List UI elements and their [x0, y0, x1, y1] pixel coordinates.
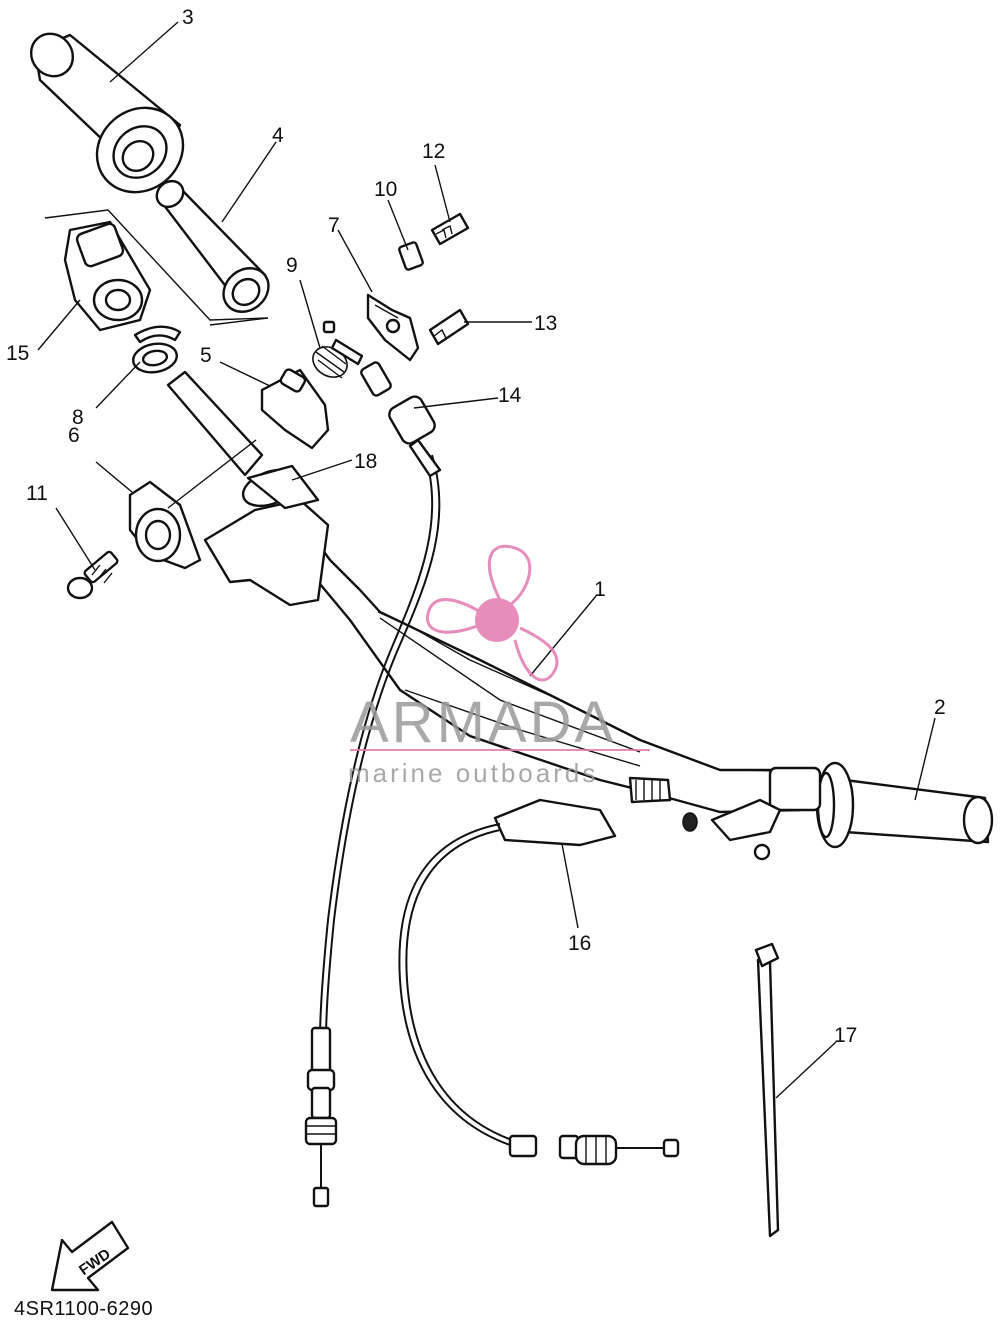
cable-adjuster-part: [312, 293, 420, 379]
leader-lines: [37, 21, 936, 1099]
callout-9: 9: [286, 254, 298, 277]
throttle-housing-upper-part: [44, 209, 269, 332]
diagram-code: 4SR1100-6290: [14, 1298, 154, 1320]
callout-12: 12: [422, 140, 445, 163]
throttle-cover-part: [166, 368, 330, 477]
callout-13: 13: [534, 312, 557, 335]
throttle-cable-part: [304, 361, 442, 1208]
callout-7: 7: [328, 214, 340, 237]
callout-18: 18: [354, 450, 377, 473]
handlebar-holder-part: [128, 480, 202, 570]
callout-4: 4: [272, 124, 284, 147]
callout-5: 5: [200, 344, 212, 367]
watermark-brand: ARMADA: [350, 690, 616, 755]
callout-10: 10: [374, 178, 397, 201]
collar-ring-part: [131, 325, 182, 374]
callout-labels: 3 4 12 10 7 9 13 15 5 14 8 18 6 11 1 2 1…: [6, 6, 946, 1047]
watermark-tagline: marine outboards: [348, 758, 598, 788]
handlebar-grip-part: [768, 761, 994, 849]
upper-clamp-part: [203, 464, 330, 607]
callout-8: 8: [72, 406, 84, 429]
bolt-part: [66, 550, 119, 600]
propeller-logo-icon: [426, 544, 559, 682]
throttle-grip-part: [29, 32, 185, 194]
callout-14: 14: [498, 384, 522, 407]
callout-1: 1: [594, 578, 606, 601]
cable-tie-part: [754, 942, 780, 1238]
callout-17: 17: [834, 1024, 857, 1047]
callout-3: 3: [182, 6, 194, 29]
callout-15: 15: [6, 342, 29, 365]
armada-watermark: ARMADA marine outboards: [348, 544, 650, 788]
callout-6: 6: [68, 424, 80, 447]
clutch-cable-part: [398, 776, 782, 1166]
small-fasteners-part: [398, 212, 470, 346]
throttle-tube-part: [155, 179, 270, 313]
forward-direction-arrow: FWD: [50, 1220, 130, 1292]
callout-2: 2: [934, 696, 946, 719]
callout-11: 11: [26, 482, 48, 505]
callout-16: 16: [568, 932, 591, 955]
